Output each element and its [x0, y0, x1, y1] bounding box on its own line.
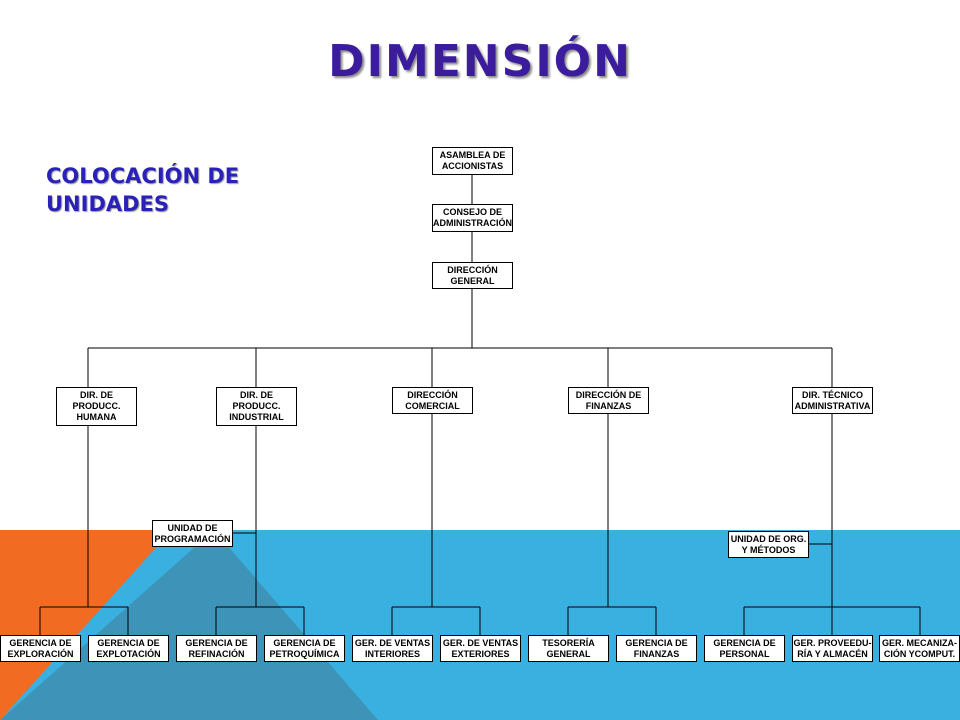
overlap-triangle [0, 530, 378, 720]
box-ger-ventas-exteriores: GER. DE VENTAS EXTERIORES [440, 635, 521, 662]
box-dir-tecnico-administrativa: DIR. TÉCNICO ADMINISTRATIVA [792, 387, 873, 414]
box-ger-personal: GERENCIA DE PERSONAL [704, 635, 785, 662]
slide-title: DIMENSIÓN [328, 36, 632, 87]
box-dir-produc-industrial: DIR. DE PRODUCC. INDUSTRIAL [216, 387, 297, 426]
box-asamblea-accionistas: ASAMBLEA DE ACCIONISTAS [432, 147, 513, 175]
orange-triangle [0, 530, 172, 720]
box-dir-finanzas: DIRECCIÓN DE FINANZAS [568, 387, 649, 414]
slide-subtitle: COLOCACIÓN DE UNIDADES [46, 164, 240, 216]
box-ger-mecanizacion-computo: GER. MECANIZA- CIÓN YCOMPUT. [879, 635, 960, 662]
box-ger-explotacion: GERENCIA DE EXPLOTACIÓN [88, 635, 169, 662]
box-ger-proveeduria-almacen: GER. PROVEEDU- RÍA Y ALMACÉN [792, 635, 873, 662]
box-direccion-general: DIRECCIÓN GENERAL [432, 262, 513, 289]
box-dir-comercial: DIRECCIÓN COMERCIAL [392, 387, 473, 414]
box-dir-produc-humana: DIR. DE PRODUCC. HUMANA [56, 387, 137, 426]
box-unidad-programacion: UNIDAD DE PROGRAMACIÓN [152, 520, 233, 547]
box-tesoreria-general: TESORERÍA GENERAL [528, 635, 609, 662]
box-ger-refinacion: GERENCIA DE REFINACIÓN [176, 635, 257, 662]
box-unidad-org-metodos: UNIDAD DE ORG. Y MÉTODOS [728, 531, 809, 558]
box-ger-petroquimica: GERENCIA DE PETROQUÍMICA [264, 635, 345, 662]
box-consejo-administracion: CONSEJO DE ADMINISTRACIÓN [432, 204, 513, 232]
box-ger-finanzas: GERENCIA DE FINANZAS [616, 635, 697, 662]
box-ger-ventas-interiores: GER. DE VENTAS INTERIORES [352, 635, 433, 662]
box-ger-exploracion: GERENCIA DE EXPLORACIÓN [0, 635, 81, 662]
